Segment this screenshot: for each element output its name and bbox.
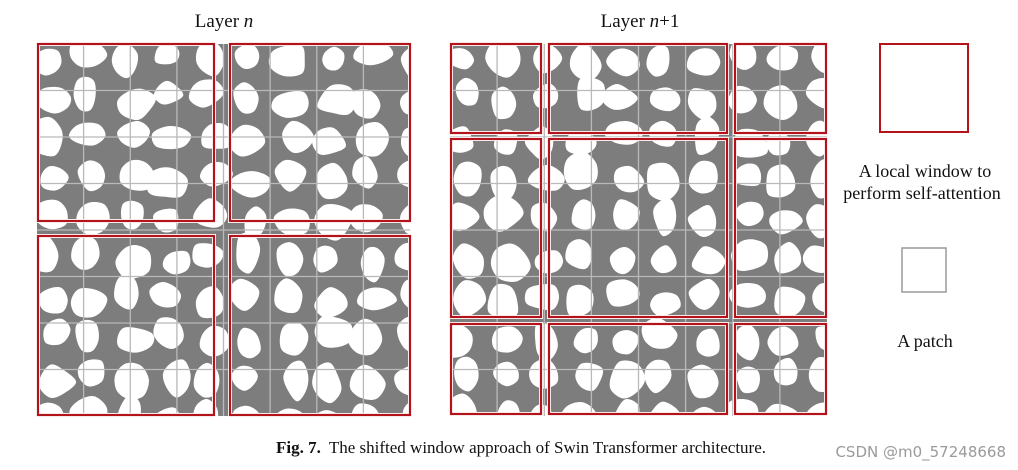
blob — [497, 400, 520, 435]
legend-patch-swatch — [902, 248, 946, 292]
blob — [401, 127, 427, 157]
layer-n-panel — [30, 39, 435, 439]
figure-caption: Fig. 7. The shifted window approach of Sw… — [276, 438, 766, 457]
legend: A local window to perform self-attention… — [843, 44, 1000, 351]
legend-window-label-line1: A local window to — [859, 161, 992, 181]
legend-window-label-line2: perform self-attention — [843, 183, 1000, 203]
legend-window-swatch — [880, 44, 968, 132]
caption-label: Fig. 7. — [276, 438, 321, 457]
legend-patch-label: A patch — [897, 331, 953, 351]
layer-n-plus-1-panel — [442, 38, 849, 439]
blob — [395, 243, 433, 271]
layer-n-title: Layer n — [195, 11, 254, 32]
blob — [812, 283, 849, 313]
layer-n-plus-1-feature-map — [442, 38, 849, 439]
watermark: CSDN @m0_57248668 — [835, 443, 1006, 462]
caption-text: The shifted window approach of Swin Tran… — [329, 438, 766, 457]
layer-n-plus-1-title: Layer n+1 — [601, 11, 680, 32]
